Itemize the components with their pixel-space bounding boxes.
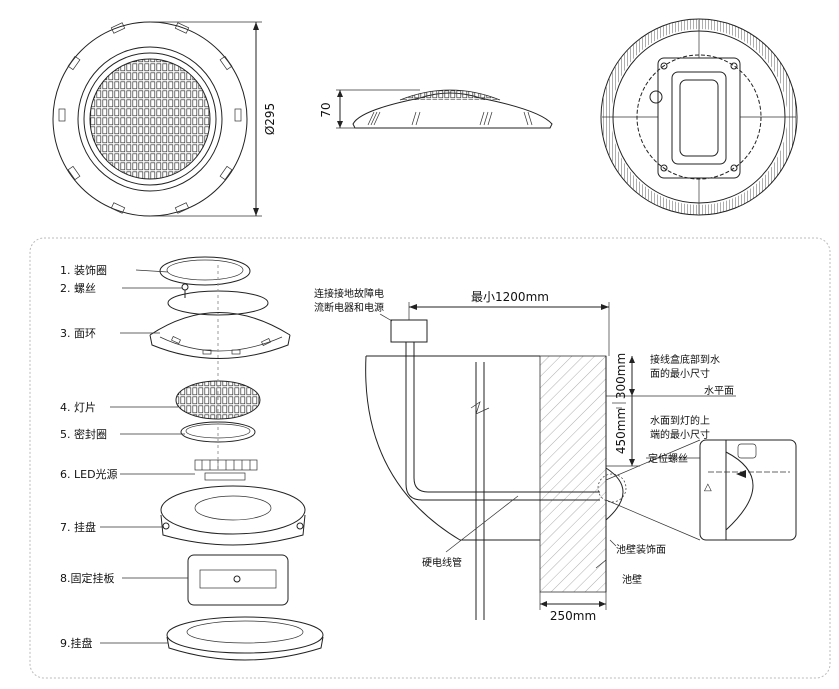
water-level-label: 水平面 xyxy=(704,385,734,397)
pool-wall xyxy=(539,355,607,593)
junction-note-line1: 连接接地故障电 xyxy=(314,287,384,300)
part-label-9: 9.挂盘 xyxy=(60,636,93,650)
install-leaders xyxy=(379,313,617,569)
locating-screw-label: 定位螺丝 xyxy=(648,452,688,465)
min-distance-label: 最小1200mm xyxy=(471,290,549,304)
lower-panel-frame xyxy=(29,237,831,679)
part-label-2: 2. 螺丝 xyxy=(60,282,96,295)
junction-note-line2: 流断电器和电源 xyxy=(314,301,384,314)
wall-finish-label: 池壁装饰面 xyxy=(616,543,666,556)
part-leaders xyxy=(100,269,195,644)
back-view xyxy=(600,18,798,216)
note-300-line2: 面的最小尺寸 xyxy=(650,367,710,380)
front-view: Ø295 xyxy=(52,21,277,217)
part-label-5: 5. 密封圈 xyxy=(60,427,107,441)
part-labels: 1. 装饰圈 2. 螺丝 3. 面环 4. 灯片 5. 密封圈 6. LED光源… xyxy=(60,263,118,650)
part-label-1: 1. 装饰圈 xyxy=(60,263,107,277)
diameter-label: Ø295 xyxy=(263,103,277,135)
note-300-line1: 接线盒底部到水 xyxy=(650,353,720,366)
svg-text:△: △ xyxy=(704,482,712,493)
dim-300-label: 300mm xyxy=(614,353,628,399)
dim-250-label: 250mm xyxy=(550,609,596,623)
part-label-6: 6. LED光源 xyxy=(60,467,118,481)
height-label: 70 xyxy=(319,102,333,117)
junction-box xyxy=(390,319,428,343)
install-labels: 连接接地故障电 流断电器和电源 接线盒底部到水 面的最小尺寸 水平面 水面到灯的… xyxy=(314,287,734,586)
side-view: 70 xyxy=(319,89,553,129)
dim-450-label: 450mm xyxy=(614,408,628,454)
part-label-4: 4. 灯片 xyxy=(60,401,96,414)
part-label-7: 7. 挂盘 xyxy=(60,520,96,534)
note-450-line1: 水面到灯的上 xyxy=(650,414,710,427)
part-label-3: 3. 面环 xyxy=(60,327,96,340)
conduit-label: 硬电线管 xyxy=(422,556,462,569)
part-label-8: 8.固定挂板 xyxy=(60,571,115,585)
detail-inset xyxy=(699,439,797,541)
installation-diagram: 最小1200mm 300mm 450mm 250mm △ xyxy=(365,290,797,623)
note-450-line2: 端的最小尺寸 xyxy=(650,428,710,441)
pool-wall-label: 池壁 xyxy=(622,573,642,586)
exploded-view xyxy=(149,256,324,661)
